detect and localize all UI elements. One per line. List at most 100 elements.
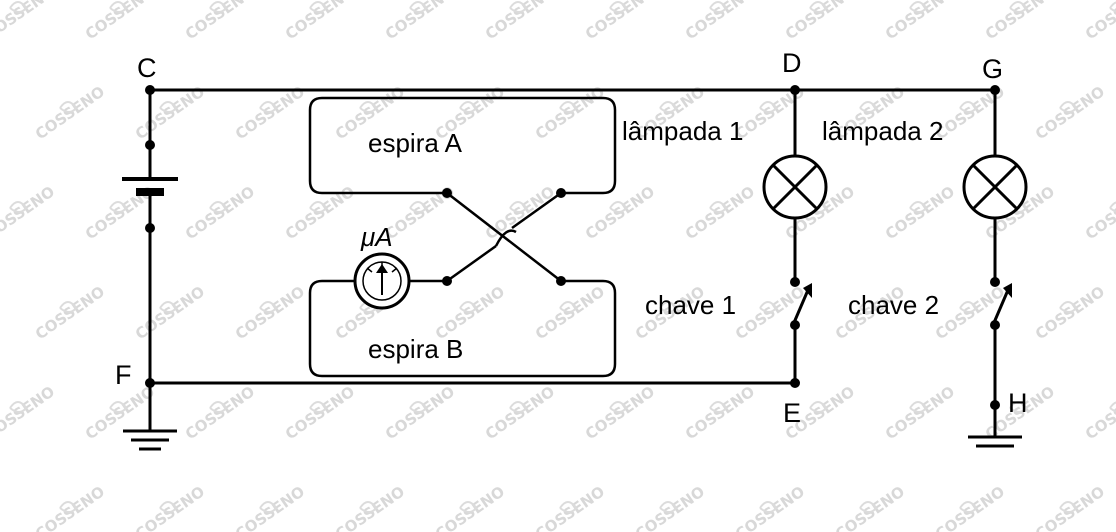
watermark-swirl: [209, 401, 228, 413]
watermark-swirl: [1059, 501, 1078, 513]
watermark-text: COSSENO: [1032, 483, 1108, 532]
watermark-swirl: [109, 201, 128, 213]
watermark-text: COSSENO: [932, 483, 1008, 532]
watermark-swirl: [759, 501, 778, 513]
watermark-swirl: [659, 501, 678, 513]
watermark-swirl: [709, 201, 728, 213]
watermark-text: COSSENO: [432, 483, 508, 532]
watermark-swirl: [1109, 401, 1116, 413]
watermark-text: COSSENO: [382, 0, 458, 43]
watermark-swirl: [409, 1, 428, 13]
watermark-swirl: [609, 201, 628, 213]
watermark-swirl: [909, 201, 928, 213]
watermark-swirl: [1059, 101, 1078, 113]
ground-right-icon: [968, 435, 1022, 448]
watermark-swirl: [459, 101, 478, 113]
watermark-swirl: [409, 201, 428, 213]
watermark-swirl: [459, 301, 478, 313]
loop-a: [308, 96, 617, 195]
branch-lamp1: [762, 88, 828, 385]
watermark-swirl: [159, 101, 178, 113]
switch1-label: chave 1: [645, 290, 736, 320]
battery: [122, 177, 178, 196]
watermark-text: COSSENO: [482, 0, 558, 43]
loop-a-label: espira A: [368, 128, 463, 158]
crossing-wires: [446, 191, 562, 283]
watermark-text: COSSENO: [732, 483, 808, 532]
watermark-swirl: [559, 101, 578, 113]
watermark-swirl: [1009, 1, 1028, 13]
watermark-text: COSSENO: [1082, 383, 1116, 444]
watermark-text: COSSENO: [282, 0, 358, 43]
watermark-swirl: [709, 401, 728, 413]
junction-dots: [145, 85, 1000, 410]
watermark-swirl: [959, 101, 978, 113]
watermark-swirl: [1059, 301, 1078, 313]
node-label-e: E: [783, 398, 801, 428]
watermark-swirl: [609, 401, 628, 413]
watermark-swirl: [959, 301, 978, 313]
watermark-swirl: [809, 401, 828, 413]
watermark-text: COSSENO: [882, 0, 958, 43]
watermark-swirl: [209, 1, 228, 13]
watermark-swirl: [309, 201, 328, 213]
watermark-text: COSSENO: [0, 0, 58, 43]
watermark-swirl: [159, 301, 178, 313]
watermark-swirl: [259, 301, 278, 313]
branch-lamp2: [962, 88, 1028, 439]
watermark-text: COSSENO: [782, 0, 858, 43]
watermark-swirl: [1109, 201, 1116, 213]
watermark-swirl: [59, 101, 78, 113]
watermark-swirl: [509, 201, 528, 213]
lamp2-label: lâmpada 2: [822, 116, 943, 146]
watermark-swirl: [59, 501, 78, 513]
watermark-text: COSSENO: [1082, 183, 1116, 244]
watermark-swirl: [509, 401, 528, 413]
watermark-text: COSSENO: [682, 0, 758, 43]
ground-left-icon: [123, 429, 177, 451]
node-label-g: G: [982, 54, 1003, 84]
watermark-swirl: [759, 301, 778, 313]
watermark-swirl: [9, 401, 28, 413]
switch2-label: chave 2: [848, 290, 939, 320]
watermark-swirl: [209, 201, 228, 213]
watermark-swirl: [859, 301, 878, 313]
watermark-swirl: [359, 501, 378, 513]
watermark-text: COSSENO: [182, 0, 258, 43]
watermark-text: COSSENO: [232, 483, 308, 532]
watermark-swirl: [909, 1, 928, 13]
watermark-text: COSSENO: [0, 183, 58, 244]
loop-b-label: espira B: [368, 334, 463, 364]
watermark-swirl: [659, 101, 678, 113]
watermark-swirl: [959, 501, 978, 513]
watermark-swirl: [359, 101, 378, 113]
watermark-swirl: [909, 401, 928, 413]
node-label-f: F: [115, 360, 132, 390]
node-label-d: D: [782, 48, 802, 78]
node-label-c: C: [137, 53, 157, 83]
watermark-text: COSSENO: [82, 0, 158, 43]
watermark-swirl: [9, 1, 28, 13]
watermark-swirl: [659, 301, 678, 313]
lamp1-label: lâmpada 1: [622, 116, 743, 146]
watermark-swirl: [159, 501, 178, 513]
watermark-text: COSSENO: [582, 0, 658, 43]
watermark-text: COSSENO: [32, 483, 108, 532]
watermark-text: COSSENO: [832, 483, 908, 532]
node-label-h: H: [1008, 388, 1028, 418]
ammeter-label: μA: [360, 222, 393, 252]
watermark-swirl: [309, 1, 328, 13]
watermark-swirl: [109, 1, 128, 13]
watermark-swirl: [609, 1, 628, 13]
watermark-swirl: [559, 501, 578, 513]
watermark-swirl: [1109, 1, 1116, 13]
watermark-text: COSSENO: [632, 483, 708, 532]
watermark-text: COSSENO: [532, 483, 608, 532]
watermark-swirl: [409, 401, 428, 413]
watermark-swirl: [459, 501, 478, 513]
watermark-swirl: [859, 501, 878, 513]
watermark-swirl: [809, 1, 828, 13]
watermark-swirl: [759, 101, 778, 113]
